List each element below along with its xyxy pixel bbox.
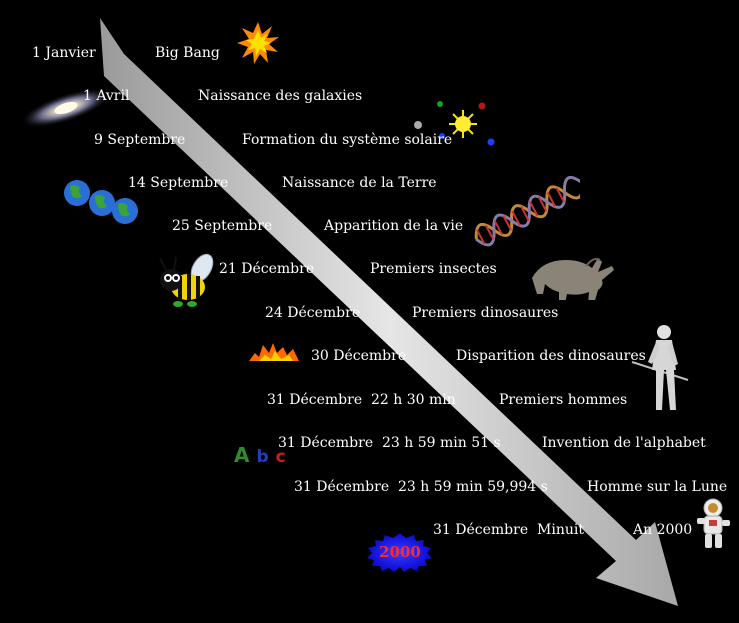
abc-letter-a: A: [234, 443, 250, 467]
event-label: Apparition de la vie: [324, 218, 464, 234]
earth-globes-icon: [64, 180, 138, 224]
date-label: 24 Décembre: [265, 305, 361, 321]
date-label: 25 Septembre: [172, 218, 273, 234]
explosion-icon: [249, 343, 299, 361]
date-label: 31 Décembre Minuit: [433, 522, 584, 538]
date-label: 31 Décembre 23 h 59 min 51 s: [278, 435, 501, 451]
dna-helix-icon: [474, 176, 580, 247]
event-label: Premiers dinosaures: [412, 305, 559, 321]
date-label: 30 Décembre: [311, 348, 407, 364]
event-label: Naissance de la Terre: [282, 175, 437, 191]
event-label: An 2000: [633, 522, 693, 538]
date-label: 31 Décembre 23 h 59 min 59,994 s: [294, 479, 548, 495]
astronaut-icon: [697, 498, 730, 548]
abc-letter-c: c: [275, 447, 286, 467]
date-label: 1 Janvier: [32, 45, 96, 61]
date-label: 21 Décembre: [219, 261, 315, 277]
event-label: Premiers insectes: [370, 261, 497, 277]
date-label: 1 Avril: [83, 88, 130, 104]
solar-system-icon: [414, 101, 495, 146]
event-label: Invention de l'alphabet: [542, 435, 706, 451]
caveman-icon: [631, 325, 689, 410]
event-label: Big Bang: [155, 45, 220, 61]
event-label: Formation du système solaire: [242, 132, 453, 148]
event-label: Premiers hommes: [499, 392, 628, 408]
date-label: 9 Septembre: [94, 132, 186, 148]
date-label: 14 Septembre: [128, 175, 229, 191]
abc-letters-icon: A b c: [234, 444, 286, 468]
event-label: Homme sur la Lune: [587, 479, 728, 495]
abc-letter-b: b: [256, 447, 269, 467]
year-2000-badge-icon: 2000: [366, 532, 434, 572]
year-2000-badge-text: 2000: [379, 543, 421, 561]
event-label: Naissance des galaxies: [198, 88, 363, 104]
event-label: Disparition des dinosaures: [456, 348, 646, 364]
date-label: 31 Décembre 22 h 30 min: [267, 392, 456, 408]
bee-icon: [159, 253, 214, 307]
triceratops-icon: [532, 257, 614, 300]
galaxy-icon: [20, 88, 112, 128]
starburst-icon: [237, 22, 279, 64]
